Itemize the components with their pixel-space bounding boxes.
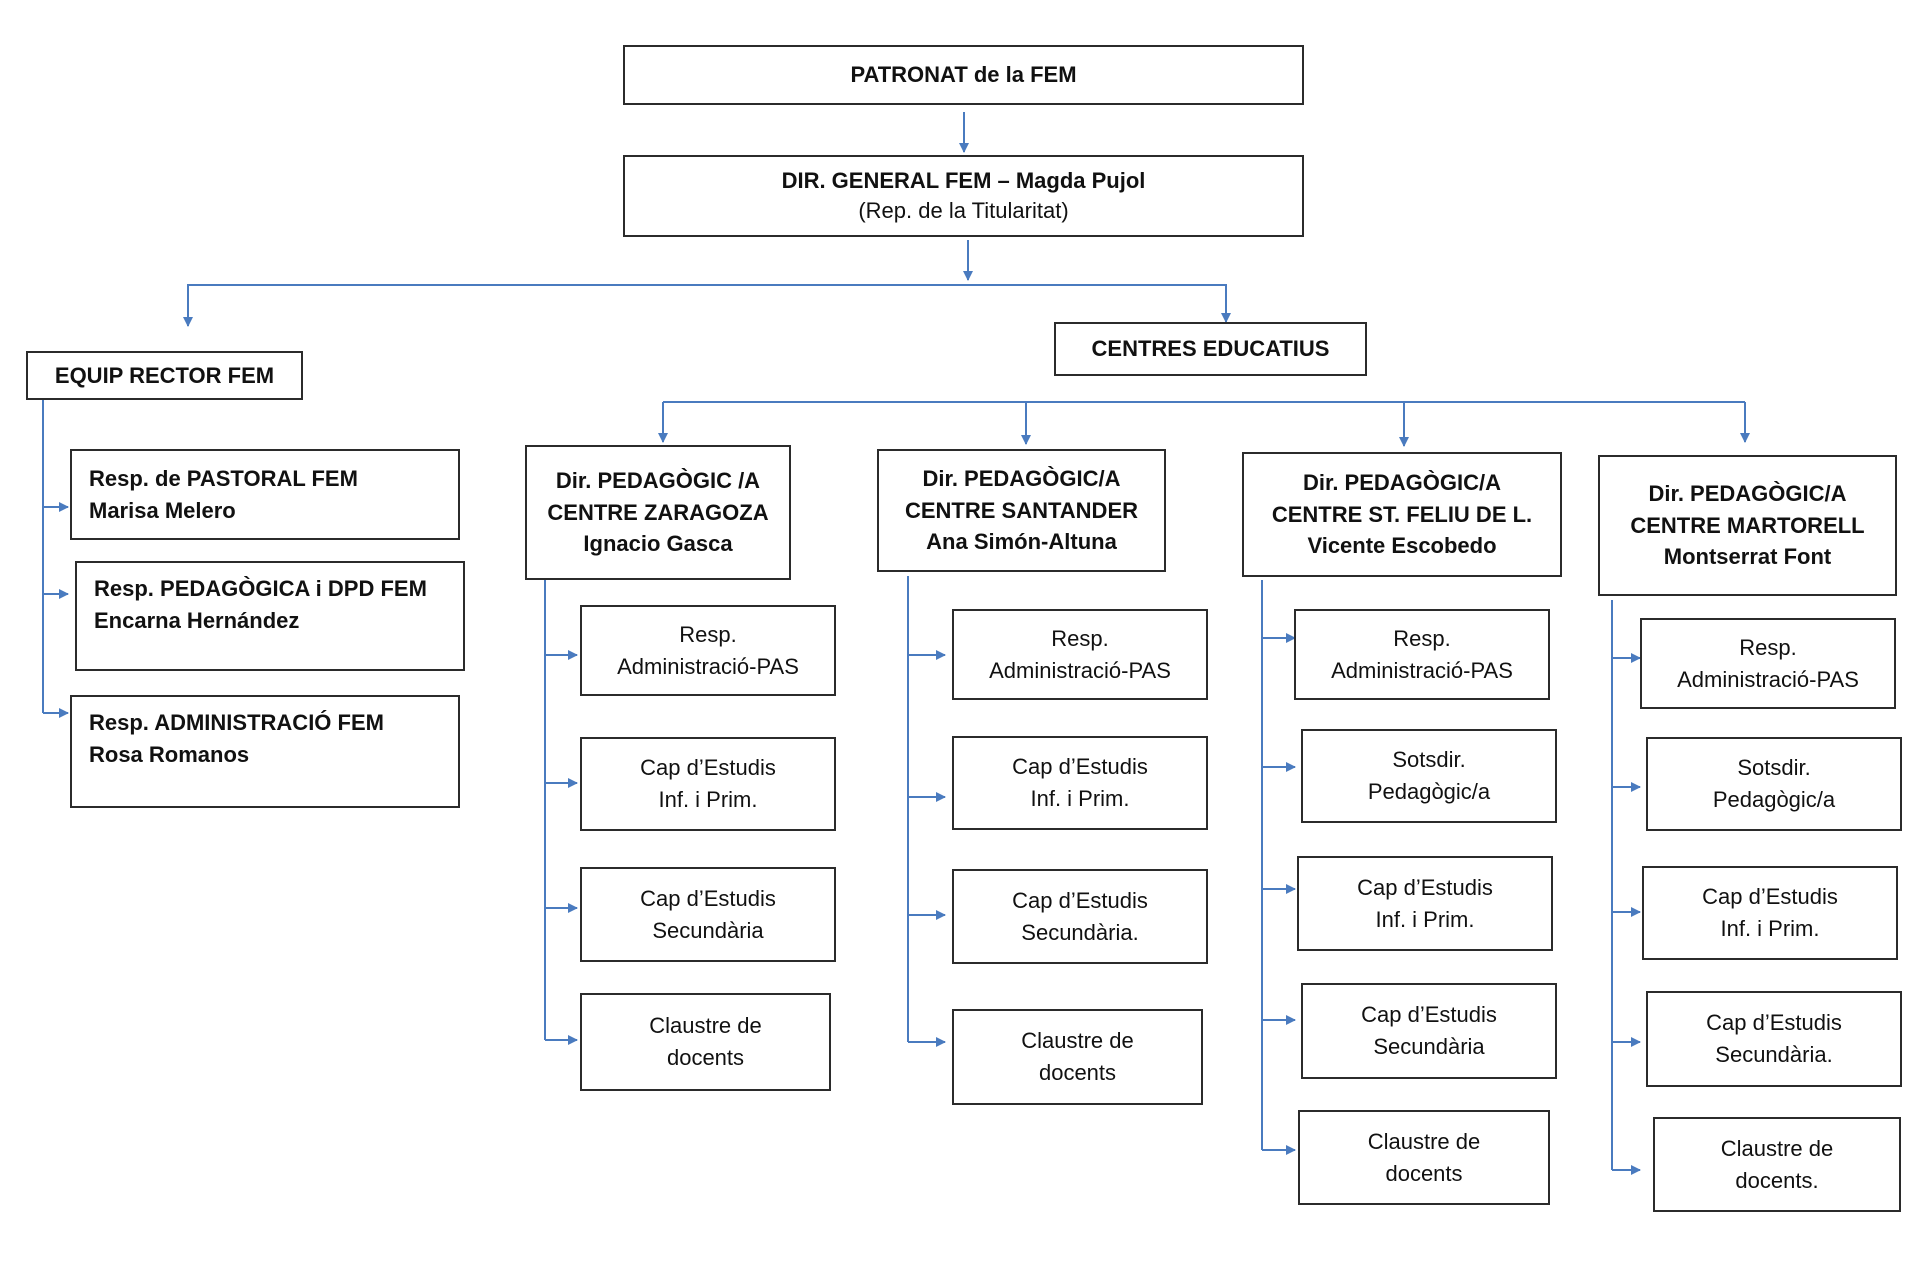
head-person: Ana Simón-Altuna — [926, 529, 1117, 555]
role-line2: docents — [1038, 1060, 1117, 1085]
resp-pedagogica-name: Encarna Hernández — [94, 607, 300, 633]
martorell-role-admin: Resp. Administració-PAS — [1640, 618, 1896, 709]
resp-administracio-name: Rosa Romanos — [89, 741, 250, 767]
role-line2: Administració-PAS — [1331, 657, 1513, 683]
head-person: Ignacio Gasca — [583, 531, 733, 557]
role-line2: Pedagògic/a — [1712, 787, 1836, 812]
centre-santander-head: Dir. PEDAGÒGIC/A CENTRE SANTANDER Ana Si… — [877, 449, 1166, 572]
role-line2: Administració-PAS — [1677, 666, 1859, 692]
role-line1: Resp. — [1739, 634, 1797, 660]
head-title: Dir. PEDAGÒGIC /A — [555, 467, 761, 493]
role-line2: Inf. i Prim. — [1720, 916, 1820, 941]
resp-pastoral-box: Resp. de PASTORAL FEM Marisa Melero — [70, 449, 460, 540]
resp-administracio-box: Resp. ADMINISTRACIÓ FEM Rosa Romanos — [70, 695, 460, 808]
zaragoza-role-cap-inf: Cap d’Estudis Inf. i Prim. — [580, 737, 836, 831]
resp-pastoral-title: Resp. de PASTORAL FEM — [89, 465, 358, 491]
stfeliu-role-cap-inf: Cap d’Estudis Inf. i Prim. — [1297, 856, 1553, 951]
role-line1: Claustre de — [1720, 1135, 1834, 1161]
stfeliu-role-admin: Resp. Administració-PAS — [1294, 609, 1550, 700]
head-centre: CENTRE MARTORELL — [1630, 512, 1865, 538]
zaragoza-role-admin: Resp. Administració-PAS — [580, 605, 836, 696]
zaragoza-role-cap-sec: Cap d’Estudis Secundària — [580, 867, 836, 962]
role-line1: Cap d’Estudis — [1706, 1010, 1842, 1036]
role-line1: Claustre de — [1367, 1128, 1481, 1154]
stfeliu-role-cap-sec: Cap d’Estudis Secundària — [1301, 983, 1557, 1079]
role-line1: Claustre de — [649, 1013, 762, 1039]
stfeliu-role-sotsdir: Sotsdir. Pedagògic/a — [1301, 729, 1557, 823]
role-line1: Cap d’Estudis — [1361, 1002, 1497, 1028]
patronat-label: PATRONAT de la FEM — [850, 62, 1077, 88]
equip-rector-box: EQUIP RECTOR FEM — [26, 351, 303, 400]
resp-pedagogica-box: Resp. PEDAGÒGICA i DPD FEM Encarna Herná… — [75, 561, 465, 671]
centre-martorell-head: Dir. PEDAGÒGIC/A CENTRE MARTORELL Montse… — [1598, 455, 1897, 596]
santander-role-claustre: Claustre de docents — [952, 1009, 1203, 1105]
martorell-role-sotsdir: Sotsdir. Pedagògic/a — [1646, 737, 1902, 831]
centres-educatius-box: CENTRES EDUCATIUS — [1054, 322, 1367, 376]
head-centre: CENTRE ST. FELIU DE L. — [1271, 501, 1533, 527]
role-line1: Cap d’Estudis — [640, 755, 776, 781]
zaragoza-role-claustre: Claustre de docents — [580, 993, 831, 1091]
stfeliu-role-claustre: Claustre de docents — [1298, 1110, 1550, 1205]
role-line2: Secundària. — [1715, 1042, 1833, 1067]
role-line2: Administració-PAS — [617, 653, 799, 679]
santander-role-cap-sec: Cap d’Estudis Secundària. — [952, 869, 1208, 964]
resp-pedagogica-title: Resp. PEDAGÒGICA i DPD FEM — [94, 576, 427, 601]
centres-educatius-title: CENTRES EDUCATIUS — [1091, 336, 1330, 362]
role-line2: Administració-PAS — [989, 657, 1171, 683]
role-line1: Cap d’Estudis — [1012, 754, 1148, 780]
head-title: Dir. PEDAGÒGIC/A — [1302, 469, 1502, 495]
head-centre: CENTRE SANTANDER — [904, 497, 1139, 523]
head-title: Dir. PEDAGÒGIC/A — [922, 465, 1121, 491]
centre-zaragoza-head: Dir. PEDAGÒGIC /A CENTRE ZARAGOZA Ignaci… — [525, 445, 791, 580]
role-line2: docents — [666, 1045, 745, 1070]
role-line1: Claustre de — [1021, 1028, 1134, 1054]
role-line2: Secundària — [652, 917, 764, 943]
head-centre: CENTRE ZARAGOZA — [547, 499, 769, 525]
santander-role-admin: Resp. Administració-PAS — [952, 609, 1208, 700]
martorell-role-cap-sec: Cap d’Estudis Secundària. — [1646, 991, 1902, 1087]
director-general-role: (Rep. de la Titularitat) — [858, 198, 1069, 223]
resp-pastoral-name: Marisa Melero — [89, 497, 236, 523]
santander-role-cap-inf: Cap d’Estudis Inf. i Prim. — [952, 736, 1208, 830]
role-line1: Resp. — [679, 621, 737, 647]
role-line1: Resp. — [1051, 625, 1109, 651]
centre-stfeliu-head: Dir. PEDAGÒGIC/A CENTRE ST. FELIU DE L. … — [1242, 452, 1562, 577]
martorell-role-cap-inf: Cap d’Estudis Inf. i Prim. — [1642, 866, 1898, 960]
role-line1: Cap d’Estudis — [640, 885, 776, 911]
role-line2: Inf. i Prim. — [658, 787, 758, 812]
patronat-box: PATRONAT de la FEM — [623, 45, 1304, 105]
head-person: Montserrat Font — [1663, 544, 1832, 570]
resp-administracio-title: Resp. ADMINISTRACIÓ FEM — [89, 710, 384, 735]
role-line2: Secundària — [1373, 1034, 1485, 1059]
role-line1: Cap d’Estudis — [1012, 887, 1148, 913]
role-line1: Resp. — [1393, 625, 1451, 651]
head-person: Vicente Escobedo — [1307, 533, 1497, 559]
role-line2: docents. — [1735, 1167, 1819, 1193]
role-line2: docents — [1385, 1160, 1463, 1186]
role-line2: Inf. i Prim. — [1375, 906, 1475, 932]
role-line2: Pedagògic/a — [1367, 779, 1491, 804]
equip-rector-title: EQUIP RECTOR FEM — [54, 362, 275, 388]
martorell-role-claustre: Claustre de docents. — [1653, 1117, 1901, 1212]
director-general-box: DIR. GENERAL FEM – Magda Pujol (Rep. de … — [623, 155, 1304, 237]
director-general-name: DIR. GENERAL FEM – Magda Pujol — [781, 168, 1146, 194]
role-line1: Sotsdir. — [1737, 755, 1811, 781]
role-line1: Cap d’Estudis — [1702, 884, 1838, 910]
role-line2: Inf. i Prim. — [1030, 786, 1130, 811]
role-line1: Sotsdir. — [1392, 747, 1466, 773]
head-title: Dir. PEDAGÒGIC/A — [1648, 480, 1847, 506]
role-line1: Cap d’Estudis — [1357, 874, 1493, 900]
role-line2: Secundària. — [1021, 919, 1139, 945]
